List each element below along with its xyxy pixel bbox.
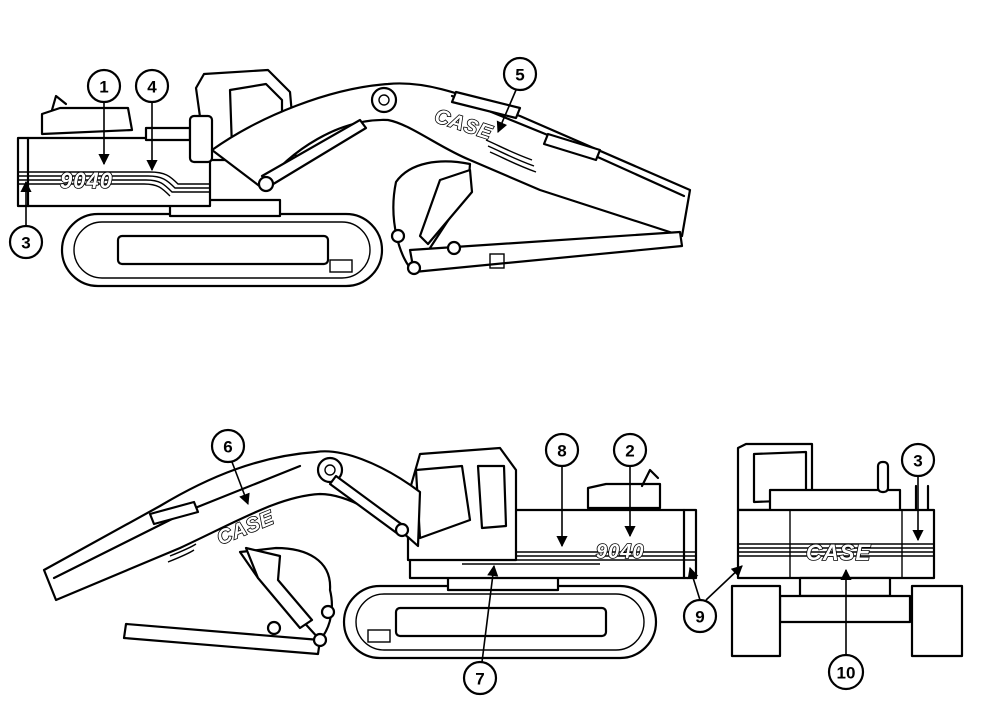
bucket [390,160,684,276]
excavator-left-side-view: 9040 CASE [42,446,698,660]
undercarriage [730,576,964,658]
svg-text:5: 5 [515,66,524,85]
model-number-decal: 9040 [60,168,113,193]
svg-text:9: 9 [695,608,704,627]
callout-9: 9 [682,565,743,634]
callouts: 1 4 5 3 6 8 [8,56,936,696]
callout-6: 6 [210,428,250,506]
track-assembly [60,212,384,288]
callout-7: 7 [462,564,499,696]
svg-text:1: 1 [99,78,108,97]
svg-text:2: 2 [625,442,634,461]
boom-arm [210,82,692,238]
callout-2: 2 [612,432,648,538]
svg-text:3: 3 [913,452,922,471]
svg-text:7: 7 [475,670,484,689]
boom-arm [42,450,422,602]
upper-structure [16,94,212,208]
excavator-right-side-view: 9040 CASE [16,68,692,288]
callout-10: 10 [827,568,865,691]
excavator-rear-view: CASE [730,442,964,658]
svg-text:3: 3 [21,234,30,253]
svg-text:6: 6 [223,438,232,457]
callout-5: 5 [496,56,538,134]
callout-3: 3 [8,180,44,260]
model-number-decal: 9040 [596,541,645,563]
brand-decal: CASE [806,540,871,565]
callout-1: 1 [86,68,122,166]
upper-structure [736,442,936,580]
callout-3-rear: 3 [900,442,936,542]
svg-text:10: 10 [837,664,856,683]
operator-cab [406,446,518,562]
svg-text:4: 4 [147,78,157,97]
svg-text:8: 8 [557,442,566,461]
callout-8: 8 [544,432,580,548]
track-assembly [342,584,658,660]
bucket [122,546,336,656]
callout-4: 4 [134,68,170,172]
